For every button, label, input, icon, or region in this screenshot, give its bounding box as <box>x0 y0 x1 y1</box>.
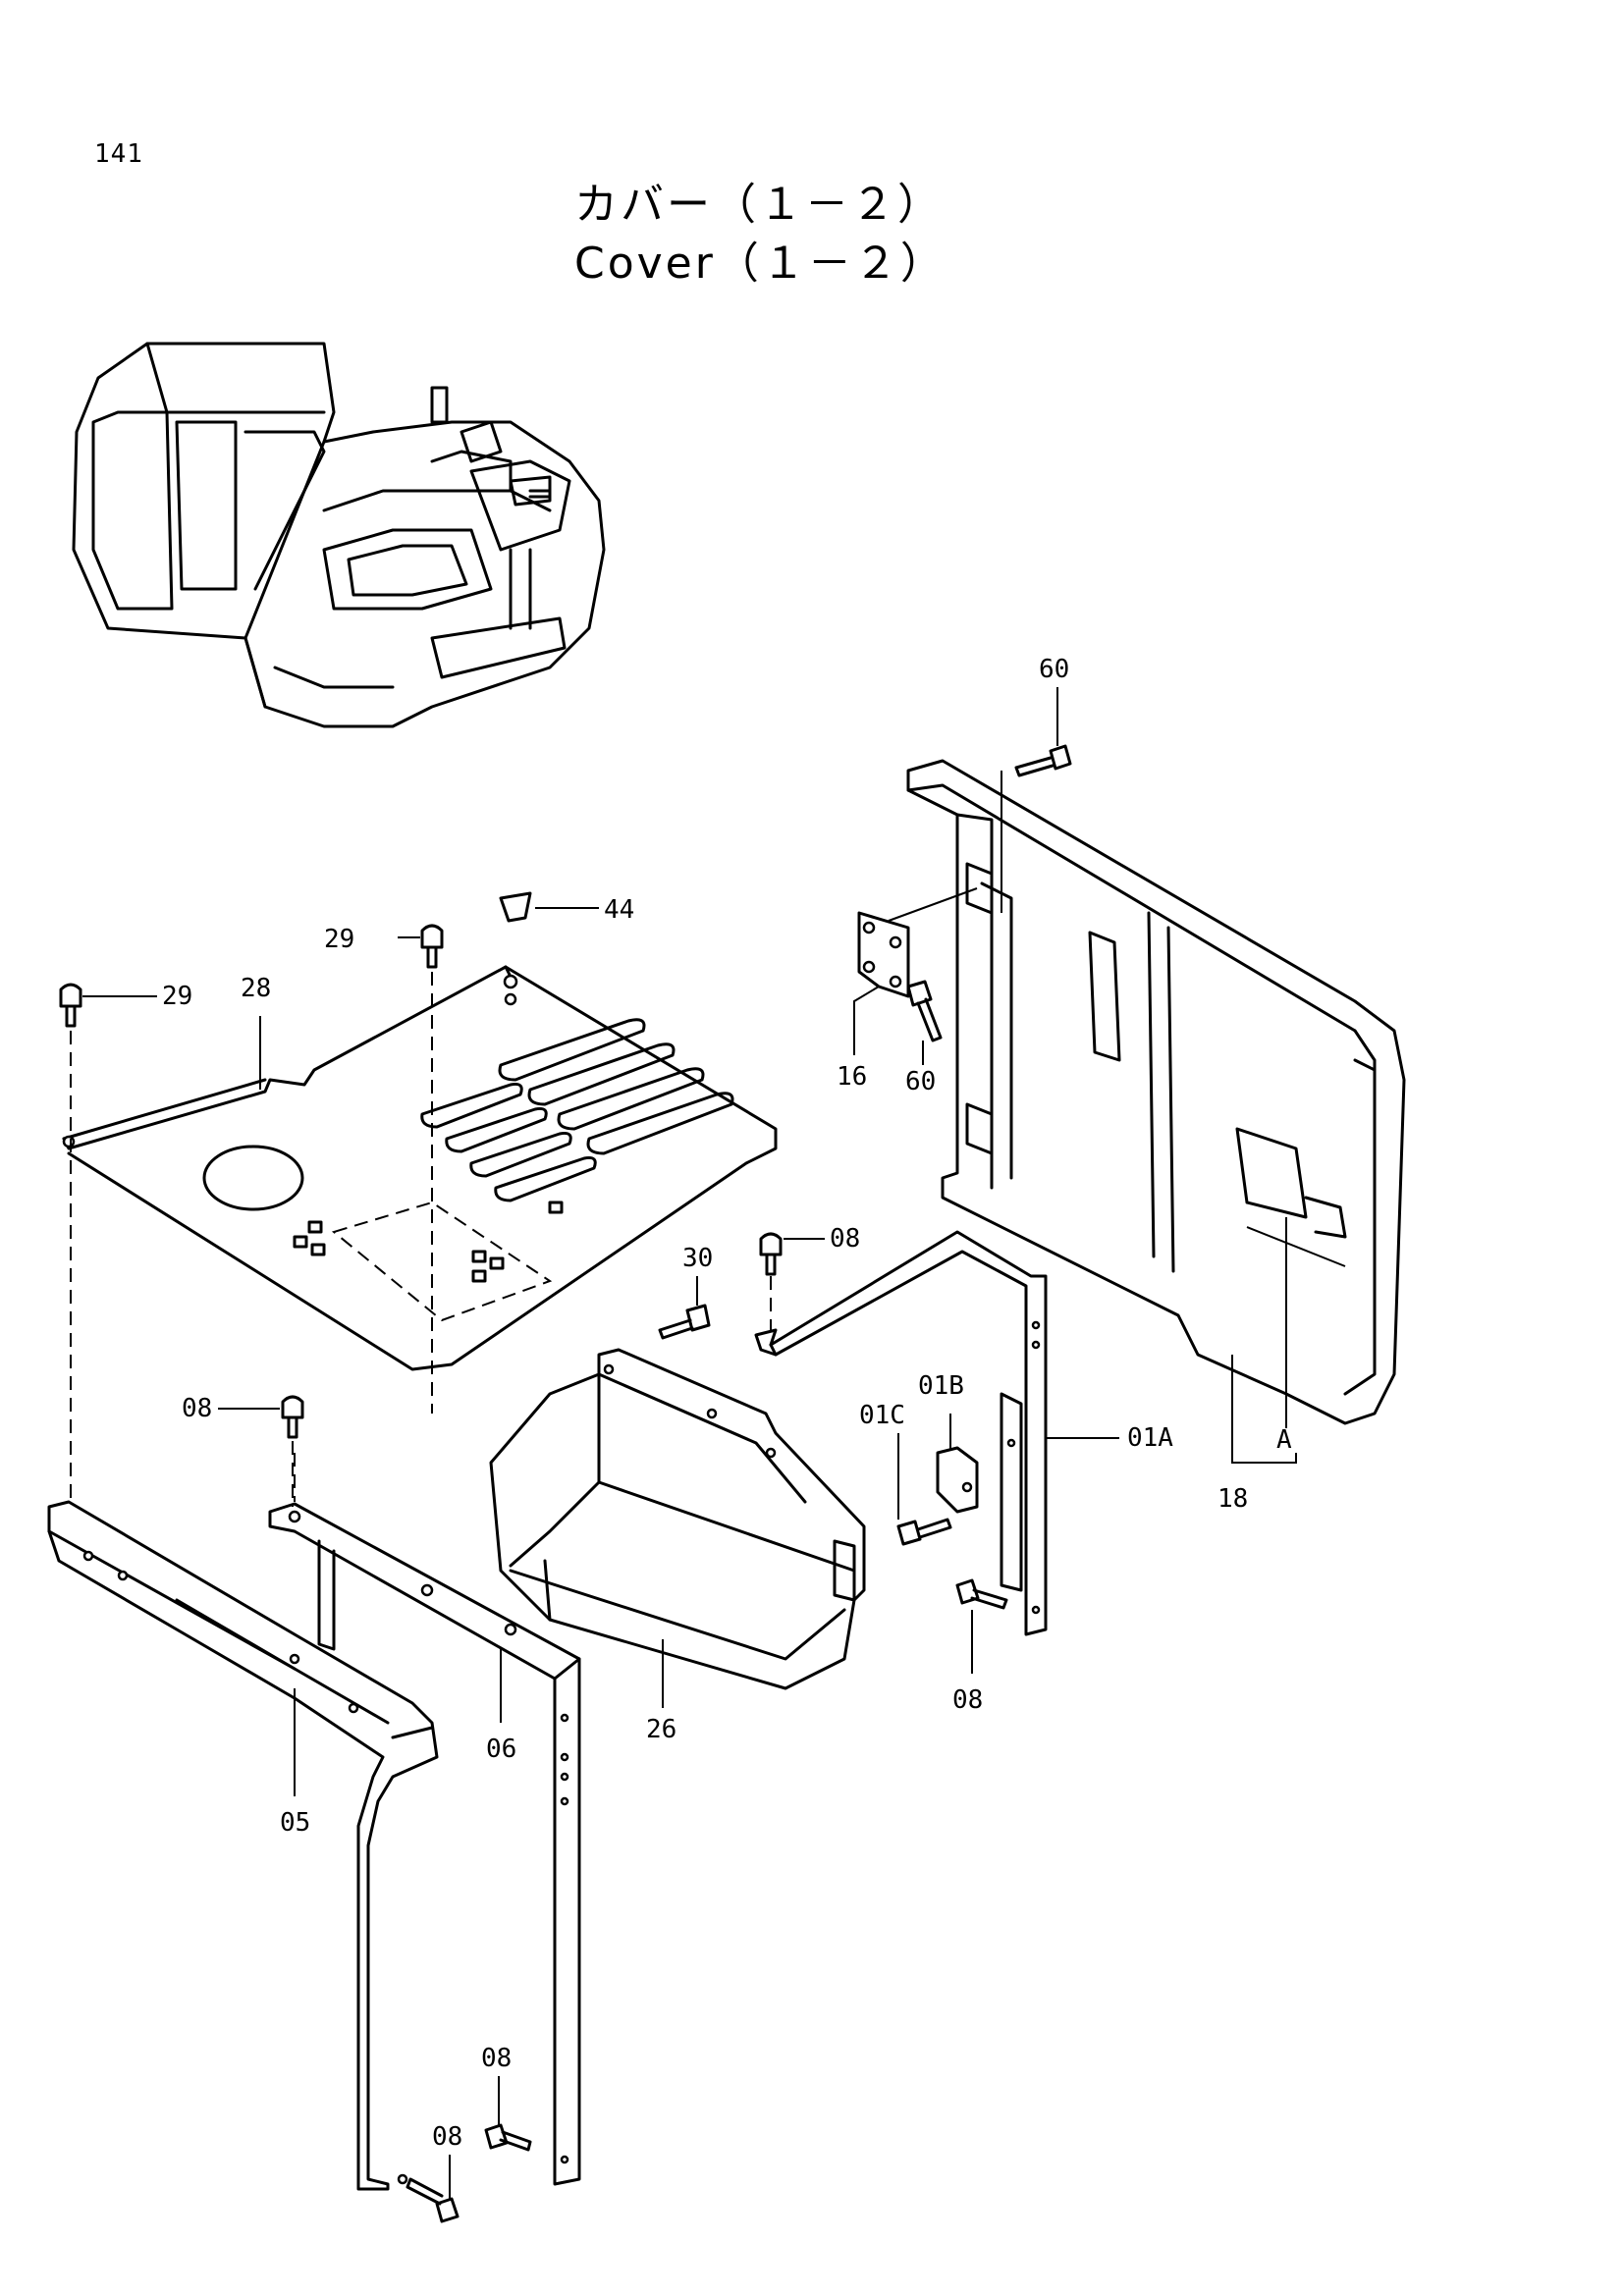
bolt-08-d <box>484 2123 532 2152</box>
bolt-60-mid <box>906 980 943 1042</box>
callout-60-mid: 60 <box>905 1067 936 1096</box>
bolt-29-mid <box>420 924 444 1414</box>
callout-29-left: 29 <box>162 982 192 1011</box>
page-number: 141 <box>94 139 143 169</box>
callout-60-top: 60 <box>1039 655 1069 684</box>
callout-05: 05 <box>280 1808 310 1838</box>
callout-a: A <box>1276 1425 1292 1455</box>
bracket-01a <box>754 1230 1048 1636</box>
callout-16: 16 <box>837 1062 867 1092</box>
bolt-08-b <box>281 1395 304 1507</box>
excavator-overview <box>72 342 606 728</box>
callout-18: 18 <box>1217 1484 1248 1514</box>
cover-18 <box>906 759 1406 1425</box>
callout-01b: 01B <box>918 1371 964 1401</box>
callout-08-a: 08 <box>830 1224 860 1254</box>
callout-01a: 01A <box>1127 1423 1173 1453</box>
bolt-60-top <box>1001 744 1072 913</box>
callout-30: 30 <box>682 1244 713 1273</box>
bracket-16 <box>857 887 978 998</box>
member-06 <box>268 1453 581 2186</box>
callout-06: 06 <box>486 1735 516 1764</box>
leader-lines <box>82 687 1297 2199</box>
callout-44: 44 <box>604 895 634 925</box>
title-english: Cover（１－２） <box>574 239 947 289</box>
bolt-08-a <box>759 1232 783 1330</box>
member-05 <box>47 1500 439 2191</box>
callout-26: 26 <box>646 1715 676 1744</box>
callout-28: 28 <box>241 974 271 1003</box>
callout-08-b: 08 <box>182 1394 212 1423</box>
callout-08-e: 08 <box>432 2122 462 2152</box>
callout-08-d: 08 <box>481 2044 512 2073</box>
callout-29-mid: 29 <box>324 925 354 954</box>
callout-labels: 60 44 29 29 28 16 60 08 30 01B 01C 01A A… <box>162 655 1292 2152</box>
callout-01c: 01C <box>859 1401 905 1430</box>
bolt-08-c <box>955 1578 1008 1610</box>
cap-44 <box>499 891 532 923</box>
callout-08-c: 08 <box>952 1685 983 1715</box>
bolt-29-left <box>59 983 82 1502</box>
cover-26 <box>489 1348 866 1690</box>
title-japanese: カバー（１－２） <box>574 180 944 230</box>
bracket-01b <box>936 1446 979 1514</box>
bolt-08-e <box>406 2177 460 2223</box>
bolt-30 <box>658 1304 711 1340</box>
cover-28-slots <box>420 1018 734 1202</box>
bolt-01c <box>896 1518 952 1546</box>
cover-28 <box>62 965 778 1371</box>
